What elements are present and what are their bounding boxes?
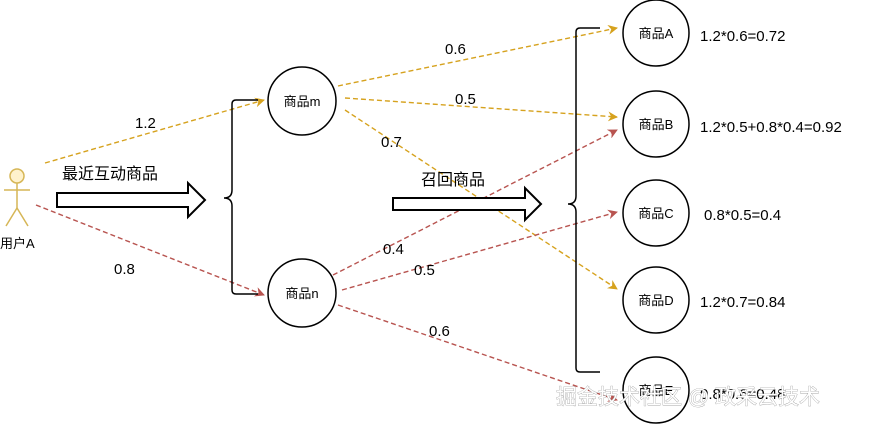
edge-m-to-a	[337, 24, 618, 87]
user-actor-icon	[4, 168, 30, 227]
node-item-e: 商品E	[622, 356, 690, 424]
edge-label-user-n: 0.8	[114, 261, 135, 278]
node-item-d-label: 商品D	[638, 293, 673, 308]
edge-user-to-n	[35, 204, 265, 297]
node-item-a: 商品A	[622, 0, 690, 67]
node-item-c: 商品C	[622, 179, 690, 247]
node-item-n-label: 商品n	[285, 286, 318, 301]
edge-label-m-a: 0.6	[445, 41, 466, 58]
node-item-d: 商品D	[622, 266, 690, 334]
recall-arrow	[392, 185, 543, 223]
node-item-c-label: 商品C	[638, 206, 673, 221]
score-d: 1.2*0.7=0.84	[700, 294, 786, 311]
score-e: 0.8*0.6=0.48	[700, 386, 786, 403]
brace-recalled-items	[567, 27, 600, 373]
node-item-n: 商品n	[267, 258, 337, 328]
node-item-e-label: 商品E	[639, 383, 674, 398]
recent-interaction-arrow	[56, 180, 207, 220]
edge-n-to-e	[337, 304, 618, 402]
edge-label-m-d: 0.7	[381, 134, 402, 151]
score-a: 1.2*0.6=0.72	[700, 28, 786, 45]
score-c: 0.8*0.5=0.4	[704, 207, 781, 224]
score-b: 1.2*0.5+0.8*0.4=0.92	[700, 119, 842, 136]
edge-label-n-c: 0.5	[414, 262, 435, 279]
edge-label-m-b: 0.5	[455, 91, 476, 108]
edge-n-to-b	[332, 129, 618, 276]
recall-label: 召回商品	[421, 171, 485, 189]
node-item-m: 商品m	[267, 66, 337, 136]
node-item-m-label: 商品m	[284, 94, 321, 109]
brace-interacted-items	[223, 99, 258, 295]
watermark-text: 掘金技术社区 @ 政采云技术	[556, 386, 820, 409]
edge-label-n-e: 0.6	[429, 323, 450, 340]
user-label: 用户A	[0, 236, 35, 251]
node-item-b-label: 商品B	[639, 117, 674, 132]
edge-label-user-m: 1.2	[135, 115, 156, 132]
recent-interaction-label: 最近互动商品	[62, 165, 158, 183]
node-item-a-label: 商品A	[639, 26, 674, 41]
node-item-b: 商品B	[622, 90, 690, 158]
edge-user-to-m	[44, 97, 265, 164]
edge-m-to-b	[344, 97, 618, 122]
edge-label-n-b: 0.4	[383, 241, 404, 258]
